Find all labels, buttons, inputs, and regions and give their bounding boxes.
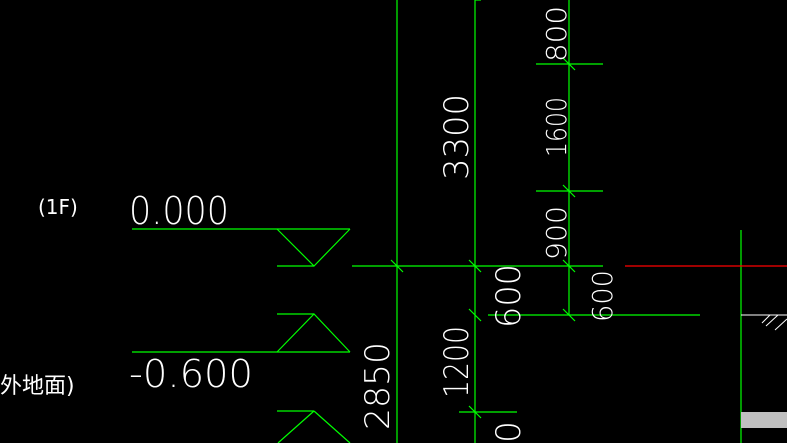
dimension-900: 900 — [540, 206, 573, 260]
gray-block — [741, 412, 787, 428]
dimension-lines — [352, 0, 742, 443]
floor-1f-label: (1F) — [38, 195, 78, 219]
level-marker-1f — [132, 228, 351, 267]
dimension-3300: 3300 — [437, 94, 477, 180]
level-marker-lower — [277, 410, 351, 443]
floor-1f-level: 0.000 — [129, 189, 229, 233]
dimension-800: 800 — [540, 6, 573, 62]
dimension-1600: 1600 — [540, 97, 573, 157]
dimension-600-right: 600 — [586, 270, 619, 322]
dimension-1200: 1200 — [437, 326, 477, 398]
dimension-0: 0 — [489, 421, 529, 443]
level-marker-outdoor — [132, 313, 351, 353]
dimension-600-mid: 600 — [489, 264, 529, 328]
outdoor-ground-label: 外地面) — [0, 374, 75, 399]
dimension-2850: 2850 — [358, 342, 398, 430]
ground-hatch — [741, 314, 787, 331]
outdoor-level: -0.600 — [129, 352, 253, 396]
